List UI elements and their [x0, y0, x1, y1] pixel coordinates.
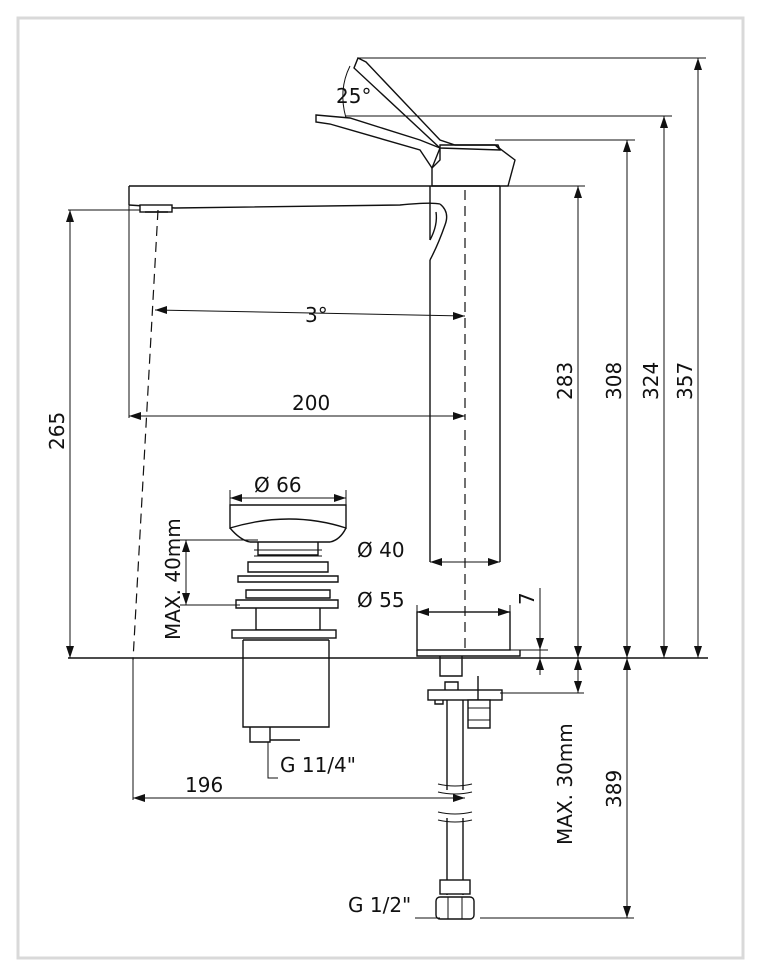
label-width-196: 196: [185, 773, 223, 797]
label-height-283: 283: [553, 362, 577, 400]
label-angle-spout: 3°: [305, 303, 328, 327]
dimension-labels: 25° 3° 200 196 265 283 308 324 357 389 M…: [45, 84, 697, 917]
faucet-base: [416, 611, 521, 729]
faucet-handle: [315, 57, 516, 187]
supply-hose: [435, 700, 475, 920]
label-height-265: 265: [45, 412, 69, 450]
label-thread-hose: G 1/2": [348, 893, 411, 917]
label-dia-40: Ø 40: [357, 538, 405, 562]
label-thread-waste: G 11/4": [280, 753, 356, 777]
label-dim-7: 7: [515, 592, 539, 605]
arrowheads: [66, 58, 702, 918]
label-angle-handle: 25°: [336, 84, 371, 108]
label-height-308: 308: [602, 362, 626, 400]
label-dia-66: Ø 66: [254, 473, 302, 497]
label-max-30: MAX. 30mm: [553, 723, 577, 845]
label-height-357: 357: [673, 362, 697, 400]
drawing-border: [16, 16, 745, 960]
label-dia-55: Ø 55: [357, 588, 405, 612]
centerlines: [132, 190, 466, 661]
dimension-lines: [68, 57, 706, 919]
label-max-40: MAX. 40mm: [161, 518, 185, 640]
popup-waste: [229, 504, 347, 743]
label-height-324: 324: [639, 362, 663, 400]
label-height-389: 389: [602, 770, 626, 808]
label-width-200: 200: [292, 391, 330, 415]
